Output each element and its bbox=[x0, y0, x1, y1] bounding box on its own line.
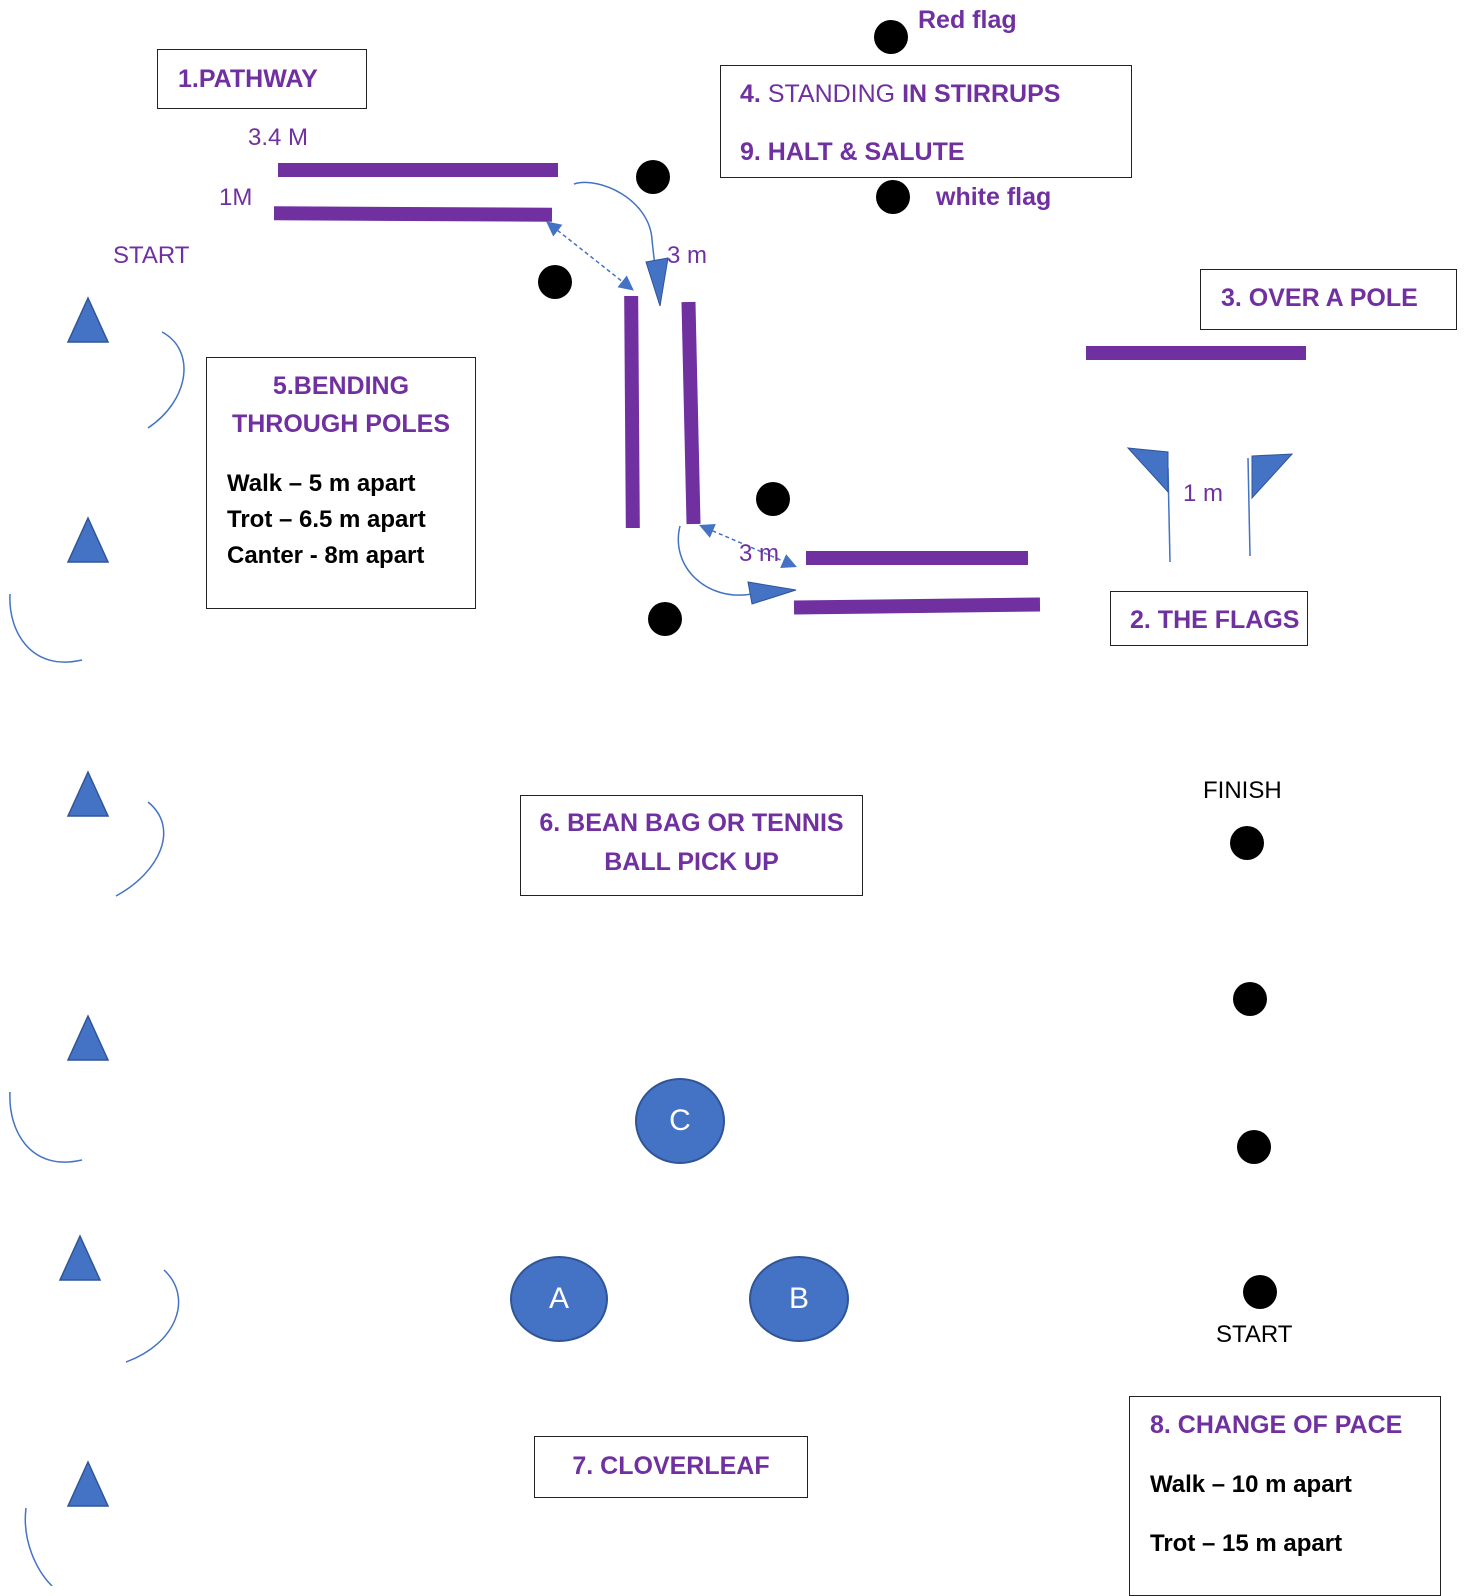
bending-cone-icon bbox=[66, 1460, 110, 1507]
bending-path-arc bbox=[9, 593, 83, 663]
white-flag-label: white flag bbox=[936, 183, 1052, 211]
barrel-a: A bbox=[510, 1256, 608, 1342]
flags-gap-label: 1 m bbox=[1183, 480, 1224, 507]
bending-box: 5.BENDING THROUGH POLES Walk – 5 m apart… bbox=[206, 357, 476, 609]
pathway-pole-exit-bottom bbox=[793, 597, 1041, 615]
barrel-c: C bbox=[635, 1078, 725, 1164]
standing-word-bold: IN STIRRUPS bbox=[902, 80, 1061, 108]
over-pole-title: 3. OVER A POLE bbox=[1221, 284, 1418, 312]
measure-arrow bbox=[546, 221, 634, 291]
measure-arrow bbox=[699, 524, 797, 568]
bending-cone-icon bbox=[66, 516, 110, 563]
bending-walk: Walk – 5 m apart bbox=[227, 470, 416, 497]
marker bbox=[756, 482, 790, 516]
marker bbox=[636, 160, 670, 194]
bending-title-line2: THROUGH POLES bbox=[231, 410, 451, 438]
halt-salute-title: 9. HALT & SALUTE bbox=[740, 138, 965, 166]
marker bbox=[648, 602, 682, 636]
over-pole-box: 3. OVER A POLE bbox=[1200, 269, 1457, 330]
change-pace-walk: Walk – 10 m apart bbox=[1150, 1471, 1352, 1498]
start-left-label: START bbox=[113, 242, 190, 269]
barrel-label: C bbox=[669, 1104, 691, 1137]
gap-3m-top-label: 3 m bbox=[667, 242, 708, 269]
pathway-pole-exit-top bbox=[806, 551, 1028, 565]
pace-marker bbox=[1237, 1130, 1271, 1164]
flag-icon bbox=[1251, 453, 1294, 500]
pathway-pole-bottom bbox=[273, 206, 553, 222]
turn-arrow-icon bbox=[645, 257, 669, 307]
over-pole bbox=[1086, 346, 1306, 360]
cloverleaf-title: 7. CLOVERLEAF bbox=[572, 1452, 770, 1480]
turn-path-arc bbox=[677, 525, 753, 596]
flag-pole bbox=[1247, 457, 1251, 557]
beanbag-line1: 6. BEAN BAG OR TENNIS bbox=[539, 809, 844, 837]
bending-trot: Trot – 6.5 m apart bbox=[227, 506, 426, 533]
standing-number: 4. bbox=[740, 80, 761, 108]
pathway-title: 1.PATHWAY bbox=[178, 65, 318, 93]
bending-cone-icon bbox=[66, 296, 110, 343]
gap-3m-bottom-label: 3 m bbox=[739, 540, 780, 567]
bending-cone-icon bbox=[66, 1014, 110, 1061]
bending-title-line1: 5.BENDING bbox=[272, 372, 410, 400]
standing-box: 4. STANDING IN STIRRUPS 9. HALT & SALUTE bbox=[720, 65, 1132, 178]
bending-path-arc bbox=[24, 1507, 53, 1586]
bending-path-arc bbox=[147, 331, 185, 429]
turn-arrow-icon bbox=[747, 581, 797, 605]
pace-marker bbox=[1233, 982, 1267, 1016]
standing-word: STANDING bbox=[767, 80, 896, 108]
bending-cone-icon bbox=[66, 770, 110, 817]
flags-title: 2. THE FLAGS bbox=[1130, 606, 1300, 634]
pathway-gap-label: 1M bbox=[219, 184, 253, 211]
pace-marker bbox=[1243, 1275, 1277, 1309]
white-flag-marker bbox=[876, 180, 910, 214]
flags-box: 2. THE FLAGS bbox=[1110, 591, 1308, 646]
bending-cone-icon bbox=[58, 1234, 102, 1281]
change-pace-trot: Trot – 15 m apart bbox=[1150, 1530, 1343, 1557]
red-flag-label: Red flag bbox=[918, 6, 1017, 34]
change-pace-box: 8. CHANGE OF PACE Walk – 10 m apart Trot… bbox=[1129, 1396, 1441, 1596]
pathway-width-label: 3.4 M bbox=[248, 124, 309, 151]
pathway-pole-top bbox=[278, 163, 558, 177]
barrel-b: B bbox=[749, 1256, 849, 1342]
pathway-pole-left-vertical bbox=[624, 295, 640, 529]
finish-label: FINISH bbox=[1203, 777, 1282, 804]
bending-path-arc bbox=[115, 801, 165, 897]
bending-path-arc bbox=[125, 1269, 180, 1363]
change-pace-title: 8. CHANGE OF PACE bbox=[1150, 1411, 1403, 1439]
turn-path-arc bbox=[573, 181, 657, 277]
standing-title: 4. STANDING IN STIRRUPS bbox=[740, 80, 1060, 109]
flag-icon bbox=[1126, 447, 1169, 494]
barrel-label: A bbox=[548, 1282, 569, 1315]
red-flag-marker bbox=[874, 20, 908, 54]
barrel-label: B bbox=[788, 1282, 809, 1315]
start-right-label: START bbox=[1216, 1321, 1293, 1348]
pathway-box: 1.PATHWAY bbox=[157, 49, 367, 109]
pace-marker bbox=[1230, 826, 1264, 860]
beanbag-box: 6. BEAN BAG OR TENNIS BALL PICK UP bbox=[520, 795, 863, 896]
bending-canter: Canter - 8m apart bbox=[227, 542, 425, 569]
beanbag-line2: BALL PICK UP bbox=[604, 848, 779, 876]
bending-path-arc bbox=[9, 1091, 83, 1163]
marker bbox=[538, 265, 572, 299]
cloverleaf-box: 7. CLOVERLEAF bbox=[534, 1436, 808, 1498]
